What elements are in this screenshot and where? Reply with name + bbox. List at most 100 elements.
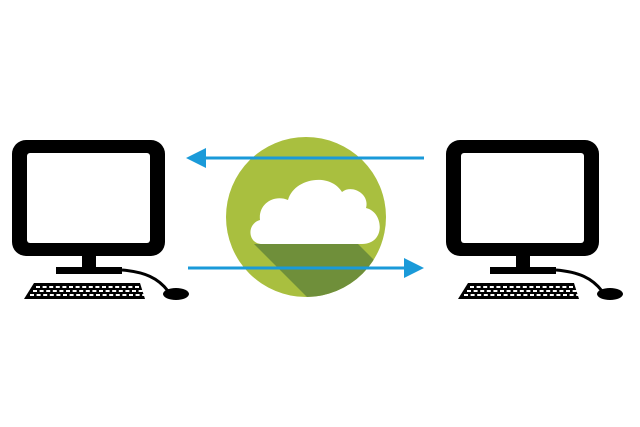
keyboard-key: [89, 294, 94, 296]
mouse-cable: [555, 268, 604, 292]
keyboard-key: [549, 286, 554, 288]
keyboard-key: [556, 294, 561, 296]
keyboard-key: [516, 294, 521, 296]
keyboard-key: [529, 286, 534, 288]
keyboard-key: [88, 286, 93, 288]
keyboard-key: [52, 290, 57, 292]
keyboard-key: [563, 294, 567, 296]
monitor-screen: [461, 153, 584, 243]
keyboard-key: [102, 294, 107, 296]
keyboard-key: [112, 290, 117, 292]
keyboard-key: [36, 294, 41, 296]
keyboard-key: [108, 286, 113, 288]
mouse-icon: [163, 288, 189, 300]
keyboard-key: [480, 290, 485, 292]
keyboard-key: [129, 294, 133, 296]
keyboard-key: [69, 294, 74, 296]
keyboard-key: [69, 286, 73, 288]
keyboard-key: [92, 290, 97, 292]
keyboard-key: [493, 290, 498, 292]
keyboard-key: [55, 286, 60, 288]
keyboard-key: [542, 286, 547, 288]
keyboard-key: [128, 286, 133, 288]
keyboard-key: [63, 294, 67, 296]
keyboard-key: [46, 290, 51, 292]
keyboard-key: [118, 290, 123, 292]
keyboard-key: [489, 286, 494, 288]
keyboard-key: [72, 290, 77, 292]
keyboard-key: [503, 286, 507, 288]
keyboard-key: [569, 294, 574, 296]
keyboard-key: [500, 290, 504, 292]
keyboard-key: [135, 286, 139, 288]
keyboard-key: [477, 294, 482, 296]
keyboard-key: [496, 286, 501, 288]
monitor-neck: [516, 256, 530, 268]
keyboard-key: [526, 290, 531, 292]
keyboard-key: [543, 294, 548, 296]
keyboard-key: [572, 290, 577, 292]
keyboard-key: [522, 286, 527, 288]
keyboard-key: [523, 294, 528, 296]
keyboard-key: [121, 286, 126, 288]
monitor-screen: [27, 153, 150, 243]
keyboard-key: [549, 294, 554, 296]
keyboard-key: [562, 286, 567, 288]
keyboard-key: [506, 290, 511, 292]
keyboard-key: [49, 286, 54, 288]
keyboard-key: [566, 290, 570, 292]
keyboard-key: [576, 294, 581, 296]
keyboard-key: [519, 290, 524, 292]
keyboard-key: [546, 290, 551, 292]
keyboard-key: [536, 286, 540, 288]
mouse-cable: [121, 268, 170, 292]
keyboard-key: [109, 294, 114, 296]
keyboard-key: [82, 286, 87, 288]
keyboard-key: [490, 294, 495, 296]
keyboard-key: [536, 294, 541, 296]
keyboard-key: [76, 294, 81, 296]
keyboard-key: [539, 290, 544, 292]
keyboard-key: [513, 290, 518, 292]
keyboard-key: [82, 294, 87, 296]
keyboard-key: [483, 294, 488, 296]
monitor-neck: [82, 256, 96, 268]
monitor-base: [56, 267, 122, 274]
keyboard: [458, 283, 579, 299]
keyboard-key: [33, 290, 37, 292]
keyboard-key: [497, 294, 501, 296]
keyboard-key: [555, 286, 560, 288]
keyboard-key: [464, 294, 468, 296]
keyboard-key: [75, 286, 80, 288]
keyboard-key: [49, 294, 54, 296]
keyboard-key: [66, 290, 70, 292]
keyboard-key: [467, 290, 471, 292]
keyboard-key: [115, 286, 120, 288]
keyboard-key: [85, 290, 90, 292]
keyboard-key: [470, 286, 474, 288]
keyboard-key: [105, 290, 110, 292]
keyboard-key: [62, 286, 67, 288]
keyboard-key: [473, 290, 478, 292]
keyboard-key: [503, 294, 508, 296]
keyboard-key: [102, 286, 106, 288]
left-computer-icon: [12, 140, 189, 300]
keyboard-key: [533, 290, 537, 292]
keyboard-key: [483, 286, 488, 288]
keyboard-key: [138, 290, 143, 292]
cloud-shape: [250, 179, 380, 244]
right-computer-icon: [446, 140, 623, 300]
keyboard-key: [510, 294, 515, 296]
keyboard-key: [79, 290, 84, 292]
keyboard-key: [39, 290, 44, 292]
keyboard-key: [125, 290, 130, 292]
keyboard-key: [132, 290, 136, 292]
keyboard-key: [99, 290, 103, 292]
keyboard-key: [43, 294, 48, 296]
keyboard-key: [95, 286, 100, 288]
keyboard-key: [476, 286, 481, 288]
keyboard-key: [59, 290, 64, 292]
cloud-icon: [226, 137, 386, 297]
